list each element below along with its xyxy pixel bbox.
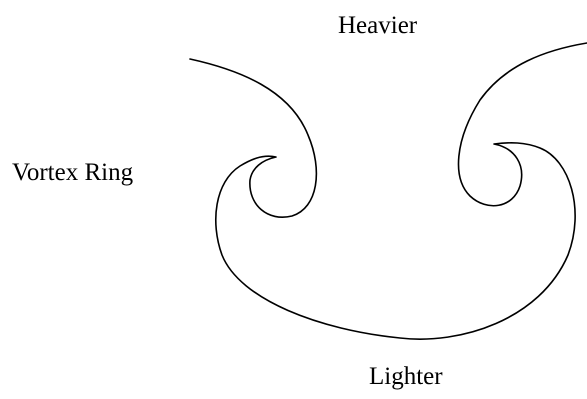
vortex-ring-interface-curve xyxy=(190,43,587,339)
heavier-label: Heavier xyxy=(338,13,417,38)
vortex-ring-label: Vortex Ring xyxy=(12,160,133,185)
lighter-label: Lighter xyxy=(369,364,443,389)
